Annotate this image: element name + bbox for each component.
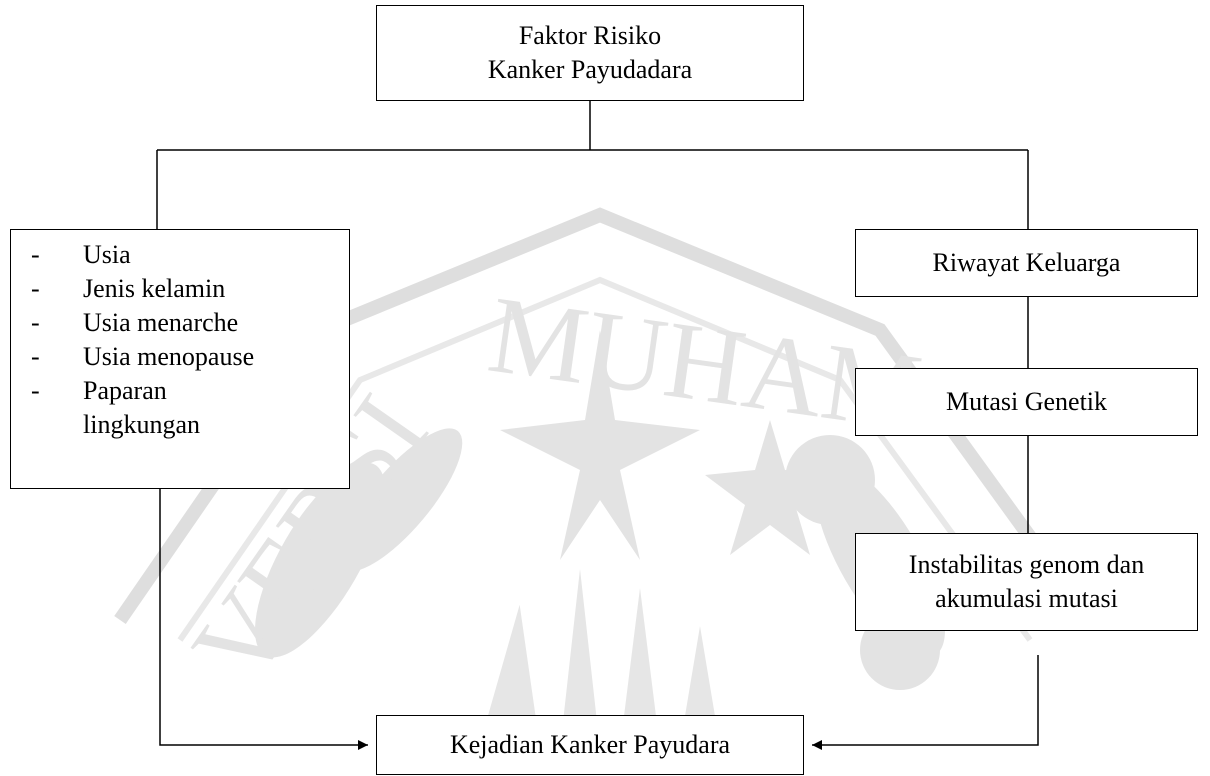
factor-age: Usia: [83, 240, 131, 269]
family-history-box: Riwayat Keluarga: [855, 229, 1198, 297]
genome-instability-line2: akumulasi mutasi: [935, 584, 1118, 613]
list-bullet: -: [31, 274, 40, 303]
outcome-label: Kejadian Kanker Payudara: [449, 730, 731, 759]
genome-instability-line1: Instabilitas genom dan: [908, 550, 1145, 579]
arrow-genome-to-outcome: [812, 655, 1039, 750]
factor-menopause-age: Usia menopause: [83, 342, 255, 371]
genetic-mutation-label: Mutasi Genetik: [945, 387, 1108, 416]
factor-environmental-exposure: Paparan lingkungan: [83, 376, 200, 439]
genome-instability-box: Instabilitas genom dan akumulasi mutasi: [855, 533, 1198, 631]
list-bullet: -: [31, 308, 40, 337]
risk-factor-list: - Usia - Jenis kelamin - Usia menarche -…: [11, 238, 349, 442]
genetic-mutation-box: Mutasi Genetik: [855, 368, 1198, 436]
general-risk-factors-box: - Usia - Jenis kelamin - Usia menarche -…: [10, 229, 350, 489]
arrow-left-factors-to-outcome: [159, 489, 368, 750]
factor-sex: Jenis kelamin: [83, 274, 226, 303]
list-item: - Usia menarche: [11, 306, 349, 340]
breast-cancer-incidence-box: Kejadian Kanker Payudara: [376, 715, 804, 775]
root-title-line2: Kanker Payudadara: [487, 55, 693, 84]
family-history-label: Riwayat Keluarga: [932, 248, 1121, 277]
list-item: - Usia menopause: [11, 340, 349, 374]
list-bullet: -: [31, 342, 40, 371]
risk-factors-root-box: Faktor Risiko Kanker Payudadara: [376, 5, 804, 101]
list-item: - Usia: [11, 238, 349, 272]
list-bullet: -: [31, 376, 40, 405]
factor-menarche-age: Usia menarche: [83, 308, 239, 337]
list-bullet: -: [31, 240, 40, 269]
list-item: - Paparan lingkungan: [11, 374, 349, 442]
root-title-line1: Faktor Risiko: [518, 21, 662, 50]
list-item: - Jenis kelamin: [11, 272, 349, 306]
